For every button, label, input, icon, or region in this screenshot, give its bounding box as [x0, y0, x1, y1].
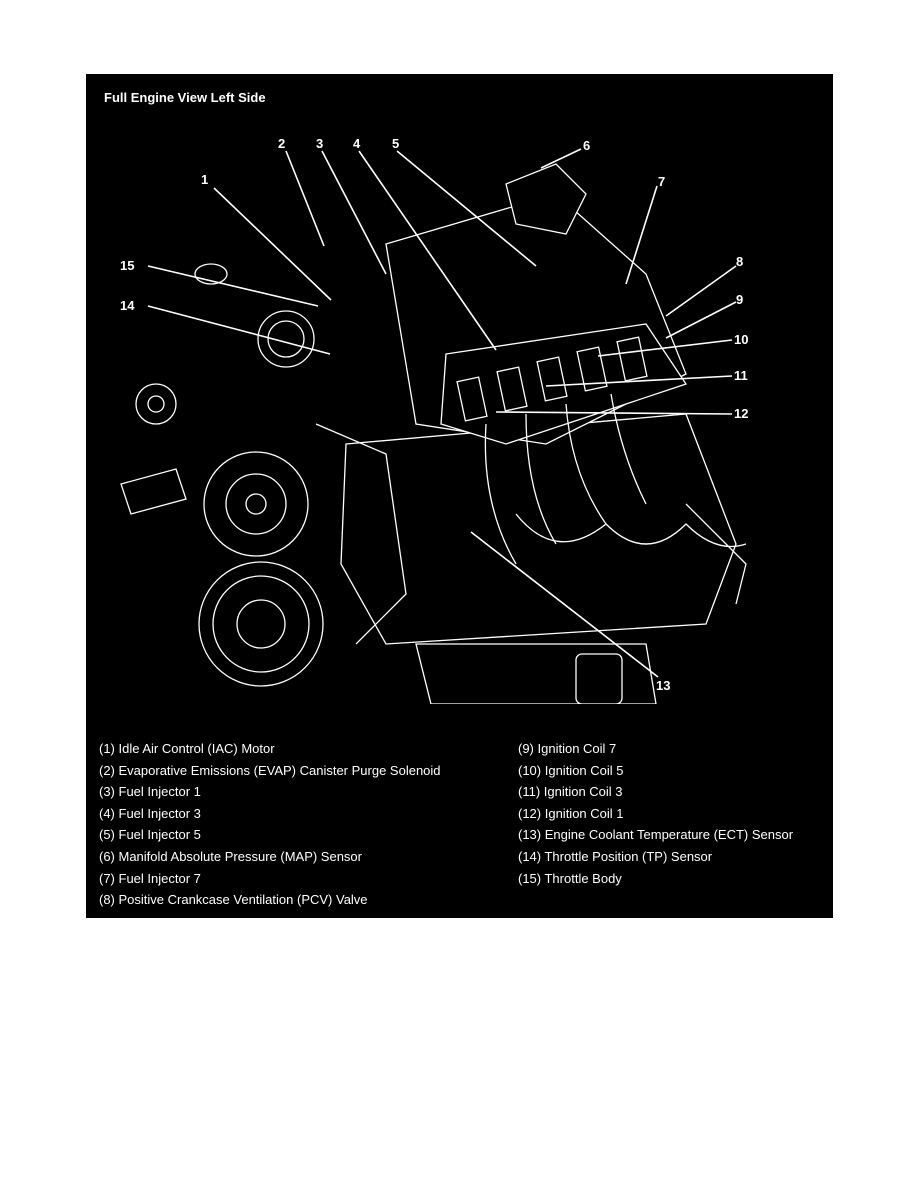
legend-item: (15) Throttle Body: [518, 870, 622, 886]
callout-5: 5: [392, 136, 399, 151]
callout-13: 13: [656, 678, 670, 693]
callout-2: 2: [278, 136, 285, 151]
callout-labels: 1 2 3 4 5 6 7 8 9 10 11 12 13 14 15: [120, 136, 748, 693]
leader-lines: [147, 148, 737, 678]
callout-8: 8: [736, 254, 743, 269]
callout-11: 11: [734, 368, 748, 383]
callout-6: 6: [583, 138, 590, 153]
callout-7: 7: [658, 174, 665, 189]
callout-14: 14: [120, 298, 135, 313]
engine-illustration: 1 2 3 4 5 6 7 8 9 10 11 12 13 14 15: [120, 136, 748, 704]
legend-item: (1) Idle Air Control (IAC) Motor: [99, 741, 275, 756]
diagram-title: Full Engine View Left Side: [104, 90, 266, 105]
diagram-panel: Full Engine View Left Side: [86, 74, 833, 918]
legend-item: (6) Manifold Absolute Pressure (MAP) Sen…: [99, 848, 362, 864]
callout-12: 12: [734, 406, 748, 421]
callout-4: 4: [353, 136, 361, 151]
legend-item: (11) Ignition Coil 3: [518, 784, 623, 800]
legend-item: (13) Engine Coolant Temperature (ECT) Se…: [518, 827, 794, 843]
legend-item: (4) Fuel Injector 3: [99, 805, 201, 821]
legend-item: (2) Evaporative Emissions (EVAP) Caniste…: [99, 762, 441, 778]
legend-item: (10) Ignition Coil 5: [518, 762, 624, 778]
legend-item: (12) Ignition Coil 1: [518, 805, 624, 821]
legend-item: (7) Fuel Injector 7: [99, 870, 201, 886]
callout-1: 1: [201, 172, 208, 187]
callout-9: 9: [736, 292, 743, 307]
callout-10: 10: [734, 332, 748, 347]
callout-15: 15: [120, 258, 134, 273]
legend-item: (8) Positive Crankcase Ventilation (PCV)…: [99, 892, 368, 908]
legend-right: (9) Ignition Coil 7 (10) Ignition Coil 5…: [518, 738, 793, 889]
engine-drawing: [120, 163, 747, 704]
legend-left: (1) Idle Air Control (IAC) Motor (2) Eva…: [99, 738, 441, 911]
legend-item: (14) Throttle Position (TP) Sensor: [518, 848, 713, 864]
legend-item: (3) Fuel Injector 1: [99, 784, 201, 800]
legend-item: (5) Fuel Injector 5: [99, 827, 201, 843]
legend-item: (9) Ignition Coil 7: [518, 741, 617, 756]
callout-3: 3: [316, 136, 323, 151]
